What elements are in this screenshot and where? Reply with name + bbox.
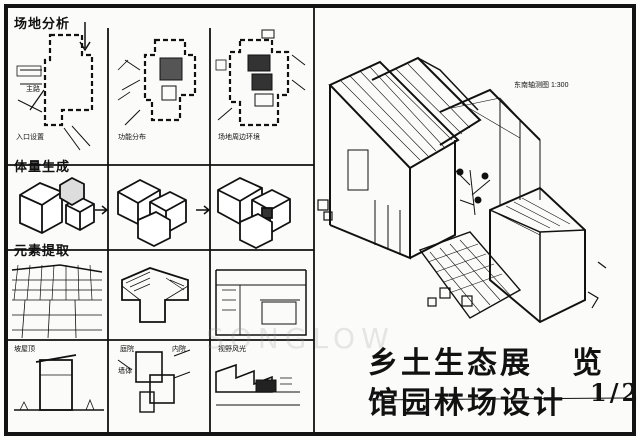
caption-view: 视野风光: [218, 346, 246, 353]
section-site-analysis: 场地分析: [14, 16, 71, 31]
section-element-extraction: 元素提取: [14, 243, 71, 258]
caption-road: 主路: [26, 86, 40, 93]
project-title-line2: 馆园林场设计: [368, 386, 566, 421]
page-number: 1/2: [590, 378, 640, 407]
project-title-line1: 乡土生态展: [368, 346, 533, 381]
caption-function: 功能分布: [118, 134, 146, 141]
element-3: [215, 269, 307, 336]
outer-frame: [4, 4, 636, 436]
caption-wall: 墙体: [118, 368, 132, 375]
element-5: [117, 349, 191, 413]
caption-cover: 内院: [172, 346, 186, 353]
element-4: [14, 354, 104, 411]
site-plan-1: [16, 22, 94, 151]
volume-3: [217, 176, 291, 250]
volume-arrow-1: [95, 205, 109, 215]
site-plan-2: [117, 38, 197, 126]
caption-entrance: 入口设置: [16, 134, 44, 141]
project-title-suffix: 览: [572, 346, 605, 381]
volume-arrow-2: [196, 205, 211, 215]
title-underline: [369, 397, 626, 401]
caption-south-facing: 坡屋顶: [14, 346, 35, 353]
volume-1: [19, 176, 95, 235]
element-2: [121, 267, 189, 323]
element-6: [215, 363, 300, 406]
site-plan-3: [215, 29, 306, 127]
caption-courtyard: 庭院: [120, 346, 134, 353]
axonometric-scale-label: 东南轴测图 1:300: [514, 82, 569, 89]
element-1: [11, 264, 103, 339]
axonometric-building: [317, 56, 607, 324]
section-volume-generation: 体量生成: [14, 159, 71, 174]
caption-site: 场地周边环境: [218, 134, 260, 141]
left-panel-grid: [8, 8, 315, 432]
volume-2: [117, 178, 187, 248]
watermark: SONGLOW: [206, 322, 395, 355]
